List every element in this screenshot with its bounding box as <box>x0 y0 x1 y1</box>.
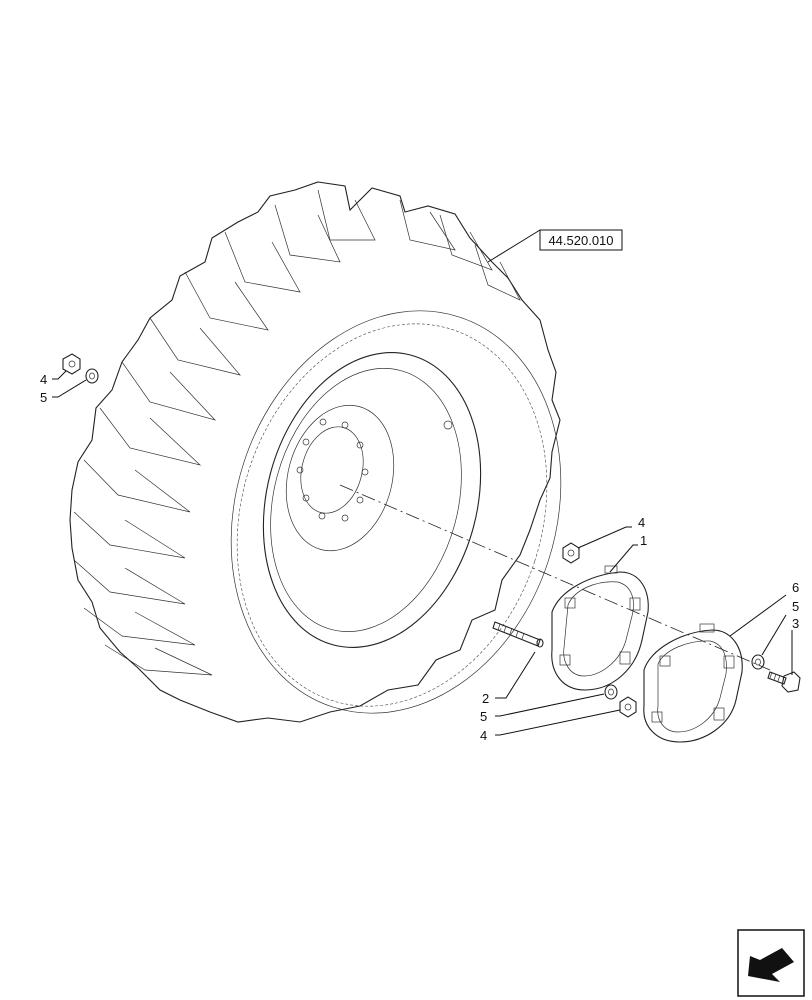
wheel-weight-outer <box>643 623 743 743</box>
arrow-corner-icon[interactable] <box>737 929 805 997</box>
callout-weight-outer: 6 <box>792 580 799 595</box>
washer-left <box>85 368 99 384</box>
callout-washer-left: 5 <box>40 390 47 405</box>
callout-stud: 2 <box>482 691 489 706</box>
callout-bolt: 3 <box>792 616 799 631</box>
assembly-axis <box>339 484 771 671</box>
wheel-rim <box>262 352 482 648</box>
callout-nut-top: 4 <box>638 515 645 530</box>
callout-washer-right: 5 <box>792 599 799 614</box>
nut-top <box>562 542 580 564</box>
bolt <box>767 671 801 693</box>
reference-label: 44.520.010 <box>548 233 613 248</box>
washer-right <box>751 654 765 670</box>
callout-weight-inner: 1 <box>640 533 647 548</box>
washer-bottom <box>604 684 618 700</box>
reference-callout: 44.520.010 <box>487 229 623 263</box>
callout-washer-bottom: 5 <box>480 709 487 724</box>
callout-nut-left: 4 <box>40 372 47 387</box>
wheel-weight-inner <box>551 565 649 691</box>
callout-nut-bottom: 4 <box>480 728 487 743</box>
nut-bottom <box>619 696 637 718</box>
stud <box>492 621 544 648</box>
nut-left <box>62 353 81 375</box>
tire <box>69 181 562 723</box>
